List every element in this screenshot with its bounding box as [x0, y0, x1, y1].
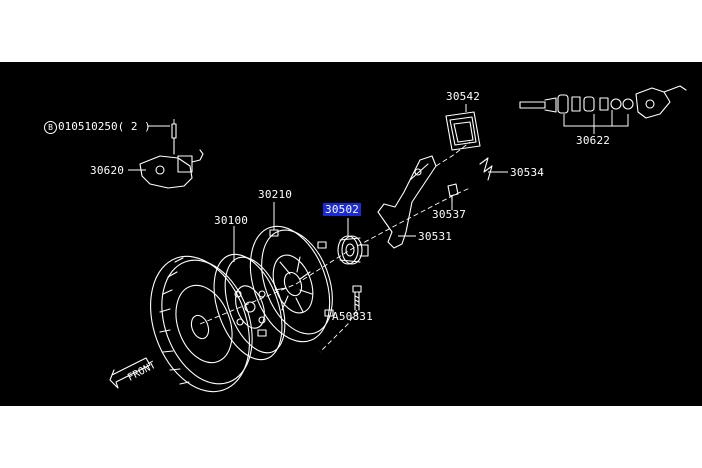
part-label-30620[interactable]: 30620 — [90, 164, 125, 177]
clutch-cover-part[interactable] — [236, 215, 346, 352]
clutch-assembly-drawing — [109, 85, 687, 405]
operating-rod-part[interactable] — [519, 85, 687, 119]
clutch-disc-part[interactable] — [201, 245, 297, 369]
part-label-30100[interactable]: 30100 — [214, 214, 249, 227]
part-label-30534[interactable]: 30534 — [510, 166, 545, 179]
part-label-A50831[interactable]: A50831 — [332, 310, 373, 323]
main-axis-centerline — [199, 187, 471, 325]
part-label-30210[interactable]: 30210 — [258, 188, 293, 201]
part-label-30502[interactable]: 30502 — [323, 203, 362, 216]
boot-part[interactable] — [445, 111, 481, 151]
part-label-30531[interactable]: 30531 — [418, 230, 453, 243]
leader-30622 — [563, 110, 629, 134]
part-label-30622[interactable]: 30622 — [576, 134, 611, 147]
part-label-30542[interactable]: 30542 — [446, 90, 481, 103]
flywheel-part[interactable] — [133, 242, 269, 405]
release-fork-part[interactable] — [377, 155, 437, 249]
pivot-spring-part[interactable] — [447, 157, 493, 203]
bolt-part[interactable] — [352, 285, 362, 311]
release-bearing-part[interactable] — [337, 235, 369, 265]
front-direction-arrow — [109, 357, 151, 389]
bolt-circle-b-icon: B — [44, 120, 57, 134]
rod-centerline — [435, 141, 471, 167]
bolt-qty: ( 2 ) — [117, 120, 151, 133]
release-cylinder-part[interactable] — [139, 123, 204, 189]
parts-diagram-panel: 30542 30622 30620 30534 30210 30502 3053… — [0, 62, 702, 406]
bolt-code: 010510250 — [58, 120, 118, 133]
part-label-30537[interactable]: 30537 — [432, 208, 467, 221]
bolt-centerline — [319, 309, 358, 353]
